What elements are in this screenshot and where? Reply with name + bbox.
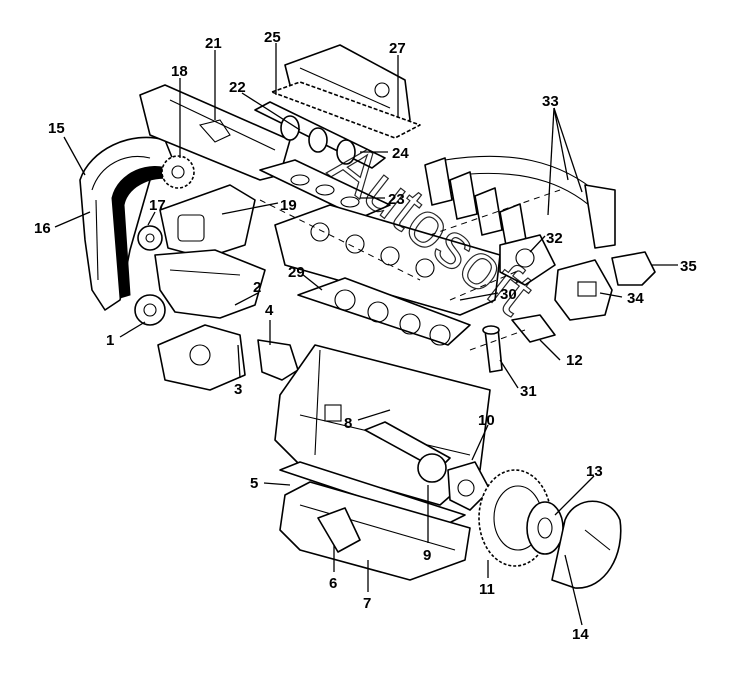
lower-cover-bracket bbox=[154, 249, 266, 319]
callout-24: 24 bbox=[392, 145, 409, 162]
callout-12: 12 bbox=[566, 352, 583, 369]
callout-9: 9 bbox=[423, 547, 431, 564]
callout-34: 34 bbox=[627, 290, 644, 307]
belt-tensioner bbox=[137, 225, 163, 251]
callout-11: 11 bbox=[479, 581, 495, 598]
injectors bbox=[424, 155, 616, 252]
alignment-line bbox=[429, 189, 561, 236]
callout-25: 25 bbox=[264, 29, 281, 46]
callout-22: 22 bbox=[229, 79, 246, 96]
callout-7: 7 bbox=[363, 595, 371, 612]
callout-3: 3 bbox=[234, 381, 242, 398]
callout-5: 5 bbox=[250, 475, 258, 492]
clutch-disc bbox=[526, 501, 564, 555]
oil-pump bbox=[157, 324, 299, 391]
callout-35: 35 bbox=[680, 258, 697, 275]
oil-pan bbox=[279, 481, 471, 581]
callout-21: 21 bbox=[205, 35, 222, 52]
callout-30: 30 bbox=[500, 286, 517, 303]
callout-18: 18 bbox=[171, 63, 188, 80]
water-pipe bbox=[482, 325, 503, 373]
callout-6: 6 bbox=[329, 575, 337, 592]
callout-17: 17 bbox=[149, 197, 166, 214]
callout-23: 23 bbox=[388, 191, 405, 208]
callout-13: 13 bbox=[586, 463, 603, 480]
head-gasket bbox=[297, 277, 471, 346]
alignment-line bbox=[259, 199, 421, 281]
callout-32: 32 bbox=[546, 230, 563, 247]
cam-sprocket bbox=[161, 155, 195, 189]
rocker-cover-gasket bbox=[271, 81, 421, 139]
inner-timing-cover bbox=[159, 184, 256, 259]
crank-pulley bbox=[134, 294, 166, 326]
alignment-line bbox=[449, 269, 521, 301]
crankshaft bbox=[364, 421, 451, 483]
callout-10: 10 bbox=[478, 412, 495, 429]
callout-16: 16 bbox=[34, 220, 51, 237]
callout-33: 33 bbox=[542, 93, 559, 110]
callout-14: 14 bbox=[572, 626, 589, 643]
callout-19: 19 bbox=[280, 197, 297, 214]
timing-belt-cover bbox=[79, 136, 176, 311]
callout-15: 15 bbox=[48, 120, 65, 137]
pressure-plate bbox=[551, 500, 622, 589]
callout-8: 8 bbox=[344, 415, 352, 432]
callout-labels: 1 2 3 4 5 6 7 8 9 10 11 12 13 14 15 16 1… bbox=[34, 29, 697, 643]
thermostat-housing bbox=[511, 314, 556, 343]
callout-31: 31 bbox=[520, 383, 537, 400]
alignment-line bbox=[469, 329, 526, 351]
callout-27: 27 bbox=[389, 40, 406, 57]
camshaft bbox=[254, 101, 386, 169]
callout-1: 1 bbox=[106, 332, 114, 349]
distributor-cap bbox=[611, 251, 656, 286]
callout-4: 4 bbox=[265, 302, 274, 319]
rear-main-seal-housing bbox=[447, 461, 491, 511]
oil-strainer bbox=[317, 507, 361, 553]
distributor bbox=[554, 259, 613, 321]
callout-29: 29 bbox=[288, 264, 305, 281]
manifold-gasket bbox=[259, 159, 391, 219]
callout-2: 2 bbox=[253, 279, 261, 296]
leader-lines bbox=[54, 43, 678, 626]
